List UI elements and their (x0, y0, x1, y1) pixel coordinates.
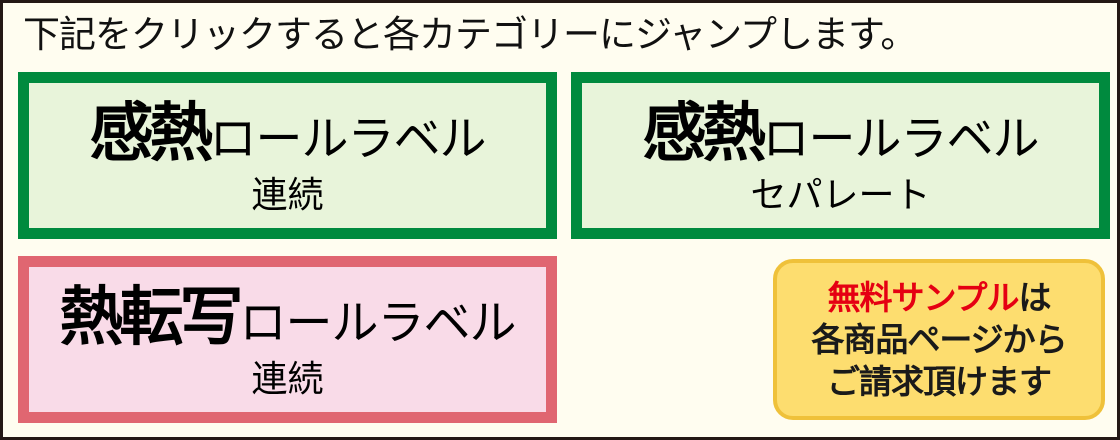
category-thermal-roll-label-continuous[interactable]: 感熱ロールラベル 連続 (18, 72, 557, 239)
sample-notice-line-1: 無料サンプルは (827, 277, 1052, 319)
category-thermal-transfer-roll-label-continuous[interactable]: 熱転写ロールラベル 連続 (18, 256, 557, 423)
category-subtitle: 連続 (251, 358, 324, 400)
category-title-kana: ロールラベル (762, 111, 1040, 167)
free-sample-highlight: 無料サンプル (827, 277, 1019, 317)
category-title-kana: ロールラベル (239, 295, 517, 351)
category-title: 熱転写ロールラベル (60, 286, 517, 351)
category-title: 感熱ロールラベル (90, 102, 487, 167)
instruction-heading: 下記をクリックすると各カテゴリーにジャンプします。 (23, 13, 917, 56)
category-subtitle: 連続 (251, 174, 324, 216)
category-title-kana: ロールラベル (209, 111, 487, 167)
category-subtitle: セパレート (750, 174, 931, 216)
category-thermal-roll-label-separate[interactable]: 感熱ロールラベル セパレート (571, 72, 1110, 239)
sample-notice-suffix: は (1018, 277, 1052, 317)
category-title: 感熱ロールラベル (643, 102, 1040, 167)
sample-notice-line-2: 各商品ページから (811, 319, 1067, 359)
free-sample-notice: 無料サンプルは 各商品ページから ご請求頂けます (773, 259, 1105, 420)
category-title-kanji: 熱転写 (59, 280, 244, 355)
category-title-kanji: 感熱 (89, 96, 214, 171)
category-title-kanji: 感熱 (642, 96, 767, 171)
sample-notice-line-3: ご請求頂けます (827, 361, 1052, 401)
